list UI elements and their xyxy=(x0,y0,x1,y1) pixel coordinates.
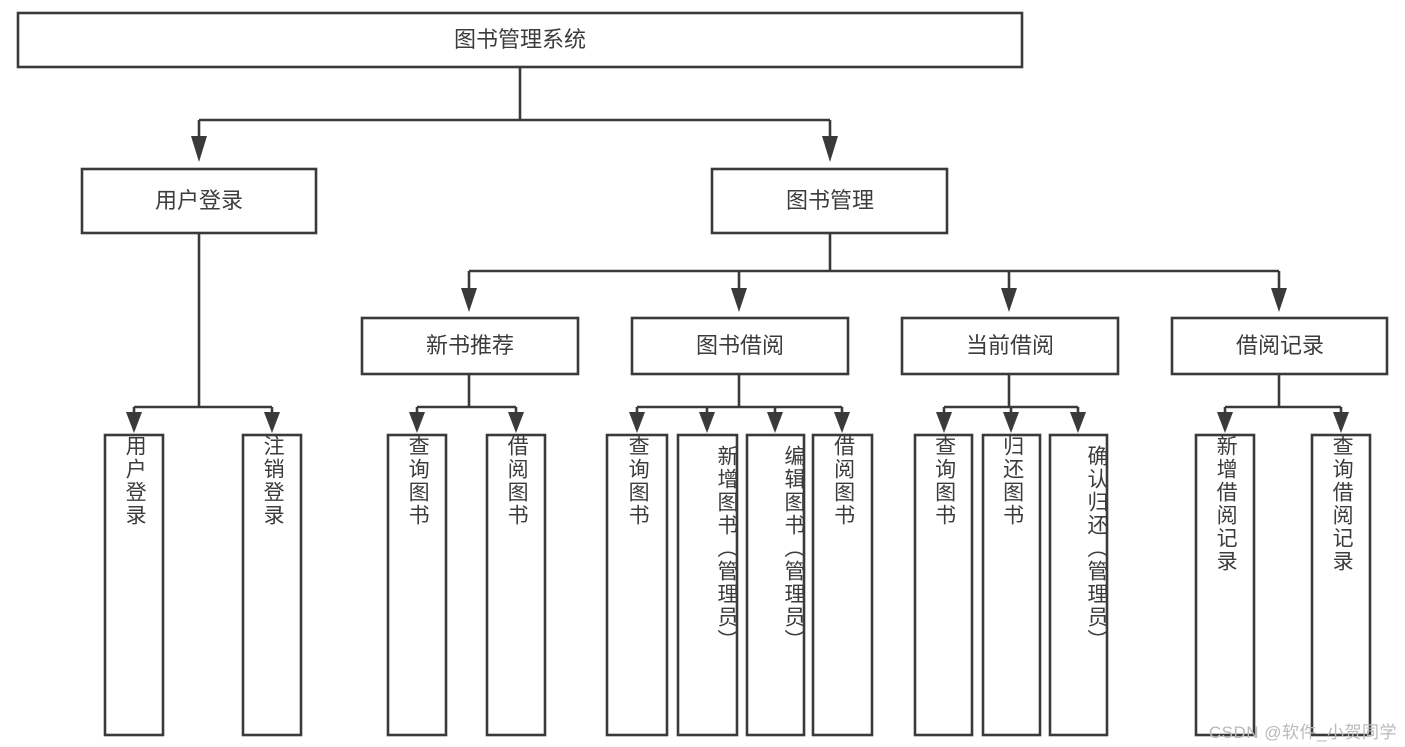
arrow-head-leaf-1 xyxy=(126,412,142,433)
node-book-manage-box[interactable] xyxy=(710,167,949,235)
leaf-box-confirm-return[interactable] xyxy=(1048,433,1109,737)
leaf-box-user-login[interactable] xyxy=(103,433,165,737)
node-current-borrow-label: 当前借阅 xyxy=(966,333,1054,358)
connector-group-root xyxy=(191,67,838,162)
leaf-box-query-book-3[interactable] xyxy=(913,433,974,737)
leaf-box-borrow-book-2[interactable] xyxy=(811,433,874,737)
arrow-head-l3-1 xyxy=(461,288,477,312)
arrow-head-leaf-5 xyxy=(629,412,645,433)
leaf-box-query-book-1[interactable] xyxy=(386,433,448,737)
leaf-box-query-book-2[interactable] xyxy=(605,433,669,737)
arrow-head-leaf-7 xyxy=(767,412,783,433)
arrow-head-leaf-12 xyxy=(1217,412,1233,433)
arrow-head-leaf-10 xyxy=(1003,412,1019,433)
node-root-box[interactable] xyxy=(16,11,1024,69)
arrow-head-leaf-11 xyxy=(1070,412,1086,433)
arrow-head-leaf-13 xyxy=(1333,412,1349,433)
node-current-borrow-box[interactable] xyxy=(900,316,1120,376)
node-borrow-book-box[interactable] xyxy=(630,316,850,376)
arrow-head-leaf-8 xyxy=(834,412,850,433)
connector-group-user-login xyxy=(126,233,280,433)
arrow-head-leaf-9 xyxy=(936,412,952,433)
arrow-head-l3-4 xyxy=(1271,288,1287,312)
node-new-book-label: 新书推荐 xyxy=(426,333,514,358)
node-new-book-box[interactable] xyxy=(360,316,580,376)
arrow-head-leaf-4 xyxy=(508,412,524,433)
arrow-head-user-login xyxy=(191,136,207,162)
connector-group-record xyxy=(1217,374,1349,433)
connector-group-current xyxy=(936,374,1086,433)
node-borrow-record-label: 借阅记录 xyxy=(1236,333,1324,358)
arrow-head-leaf-3 xyxy=(409,412,425,433)
leaf-box-borrow-book-1[interactable] xyxy=(485,433,547,737)
connector-group-book-manage xyxy=(461,233,1287,312)
connector-group-new-book xyxy=(409,374,524,433)
leaf-box-edit-book[interactable] xyxy=(745,433,806,737)
node-root-label: 图书管理系统 xyxy=(454,27,586,52)
leaf-box-add-record[interactable] xyxy=(1194,433,1256,737)
leaf-box-query-record[interactable] xyxy=(1310,433,1372,737)
csdn-watermark: CSDN @软件_小贺同学 xyxy=(1208,723,1397,742)
node-borrow-book-label: 图书借阅 xyxy=(696,333,784,358)
node-borrow-record-box[interactable] xyxy=(1170,316,1389,376)
node-user-login-label: 用户登录 xyxy=(155,188,243,213)
leaf-box-logout[interactable] xyxy=(241,433,303,737)
arrow-head-book-manage xyxy=(822,136,838,162)
arrow-head-leaf-6 xyxy=(699,412,715,433)
arrow-head-leaf-2 xyxy=(264,412,280,433)
node-book-manage-label: 图书管理 xyxy=(786,188,874,213)
connector-group-borrow xyxy=(629,374,850,433)
leaf-box-return-book[interactable] xyxy=(981,433,1042,737)
arrow-head-l3-3 xyxy=(1001,288,1017,312)
node-user-login-box[interactable] xyxy=(80,167,318,235)
leaf-box-add-book[interactable] xyxy=(676,433,739,737)
arrow-head-l3-2 xyxy=(731,288,747,312)
